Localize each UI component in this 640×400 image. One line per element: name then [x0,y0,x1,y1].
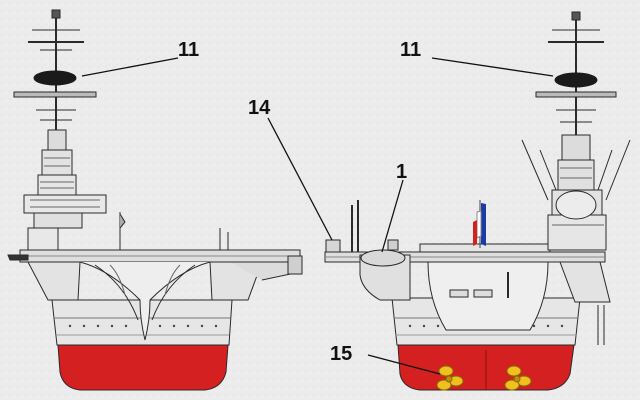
left-sponson-port [27,261,81,301]
left-radar-dish [33,70,77,86]
right-radar-dish [554,72,598,88]
right-bow-structure [325,200,411,301]
leader-1 [381,179,404,253]
right-flag [473,200,486,248]
callout-14: 14 [248,97,271,119]
leader-11-right [431,57,554,77]
left-island [23,129,107,251]
leader-lines [81,57,554,375]
left-hull-red [57,344,229,391]
right-ship-view [324,11,631,391]
right-propeller-right [504,365,532,391]
leader-14 [267,117,333,241]
leader-15 [367,354,441,375]
left-portholes [68,324,218,328]
callout-1: 1 [396,161,407,183]
left-ship-view [7,9,303,391]
callout-11-right: 11 [400,39,421,61]
left-stern-sweep [79,261,211,341]
leader-11-left [81,57,179,77]
right-propeller-left [436,365,464,391]
right-island [521,134,631,251]
callout-15: 15 [330,343,352,365]
callout-11-left: 11 [178,39,199,61]
